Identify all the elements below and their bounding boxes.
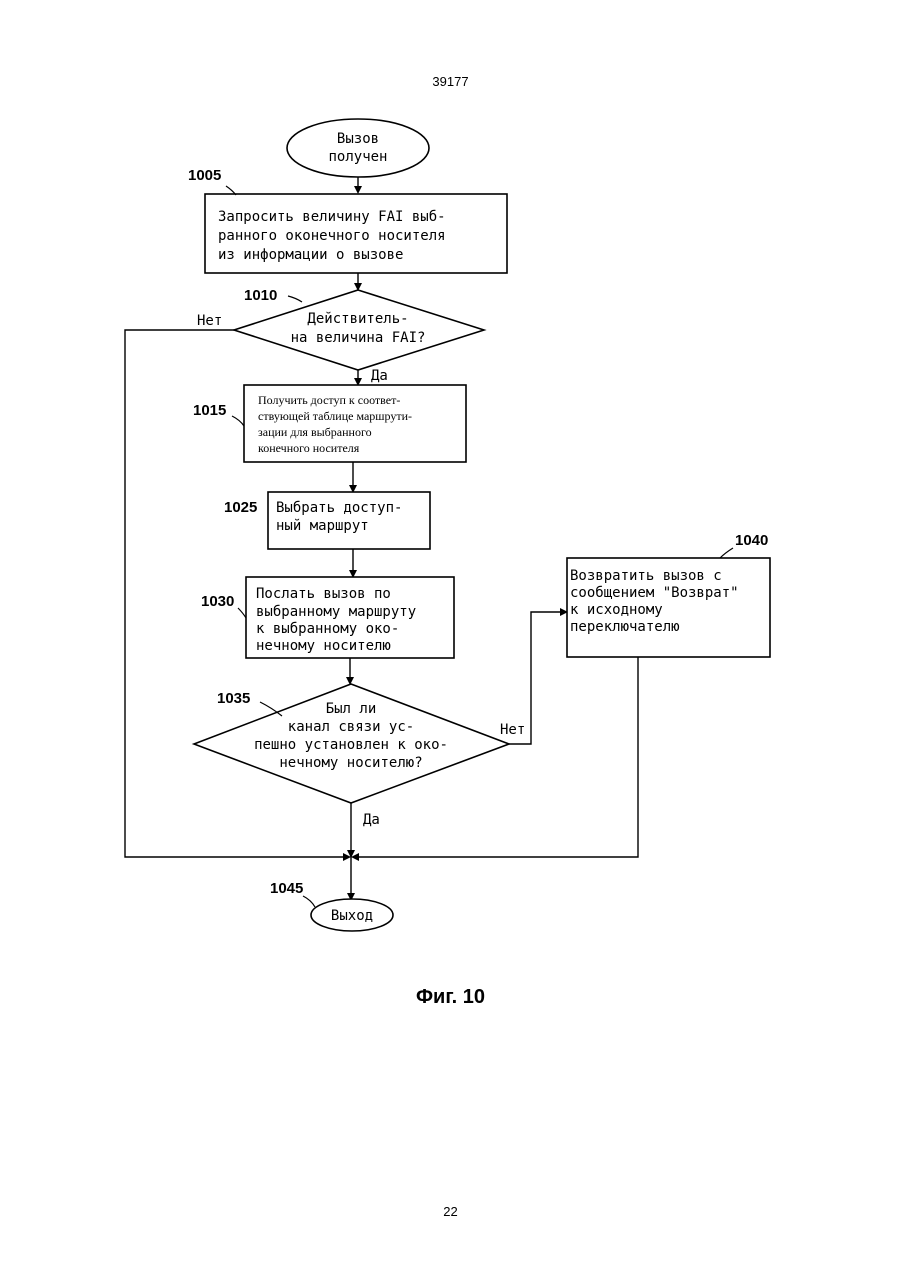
step-1040-line-4: переключателю bbox=[570, 619, 680, 635]
step-1030-line-4: нечному носителю bbox=[256, 638, 391, 654]
step-1015-line-1: Получить доступ к соответ- bbox=[258, 393, 400, 407]
step-1005-line-2: ранного оконечного носителя bbox=[218, 228, 446, 244]
start-terminal bbox=[287, 119, 429, 177]
figure-caption: Фиг. 10 bbox=[0, 986, 901, 1009]
step-1025-line-2: ный маршрут bbox=[276, 518, 369, 534]
step-1030-line-2: выбранному маршруту bbox=[256, 604, 416, 620]
ref-label-1040: 1040 bbox=[735, 532, 768, 549]
ref-leader-1015 bbox=[232, 416, 244, 426]
ref-label-1035: 1035 bbox=[217, 690, 250, 707]
ref-label-1010: 1010 bbox=[244, 287, 277, 304]
ref-label-1015: 1015 bbox=[193, 402, 226, 419]
ref-label-1045: 1045 bbox=[270, 880, 303, 897]
ref-leader-1030 bbox=[238, 608, 246, 618]
step-1005-line-1: Запросить величину FAI выб- bbox=[218, 209, 446, 225]
step-1025-line-1: Выбрать доступ- bbox=[276, 500, 402, 516]
step-1005-line-3: из информации о вызове bbox=[218, 247, 403, 263]
ref-leader-1040 bbox=[720, 548, 733, 558]
decision-1035-line-4: нечному носителю? bbox=[279, 755, 422, 771]
decision-1010-line-2: на величина FAI? bbox=[291, 330, 426, 346]
label-yes-1035: Да bbox=[363, 812, 380, 828]
step-1040-line-3: к исходному bbox=[570, 602, 663, 618]
step-1015-line-2: ствующей таблице маршрути- bbox=[258, 409, 412, 423]
label-yes-1010: Да bbox=[371, 368, 388, 384]
ref-leader-1010 bbox=[288, 296, 302, 302]
end-label: Выход bbox=[331, 908, 373, 924]
ref-label-1025: 1025 bbox=[224, 499, 257, 516]
start-line-1: Вызов bbox=[337, 131, 379, 147]
arrowhead bbox=[354, 186, 362, 194]
step-1015-line-3: зации для выбранного bbox=[258, 425, 372, 439]
decision-1010-line-1: Действитель- bbox=[307, 311, 408, 327]
label-no-1010: Нет bbox=[197, 313, 222, 329]
step-1030-line-1: Послать вызов по bbox=[256, 586, 391, 602]
step-1040-line-1: Возвратить вызов с bbox=[570, 568, 722, 584]
decision-1035-line-3: пешно установлен к око- bbox=[254, 737, 448, 753]
step-1040-line-2: сообщением "Возврат" bbox=[570, 585, 739, 601]
step-1015-line-4: конечного носителя bbox=[258, 441, 360, 455]
ref-label-1030: 1030 bbox=[201, 593, 234, 610]
ref-label-1005: 1005 bbox=[188, 167, 221, 184]
decision-1035-line-2: канал связи ус- bbox=[288, 719, 414, 735]
page-number-bottom: 22 bbox=[0, 1204, 901, 1219]
decision-1035-line-1: Был ли bbox=[326, 701, 377, 717]
ref-leader-1045 bbox=[303, 896, 315, 907]
step-1030-line-3: к выбранному око- bbox=[256, 621, 399, 637]
start-line-2: получен bbox=[328, 149, 387, 165]
label-no-1035: Нет bbox=[500, 722, 525, 738]
